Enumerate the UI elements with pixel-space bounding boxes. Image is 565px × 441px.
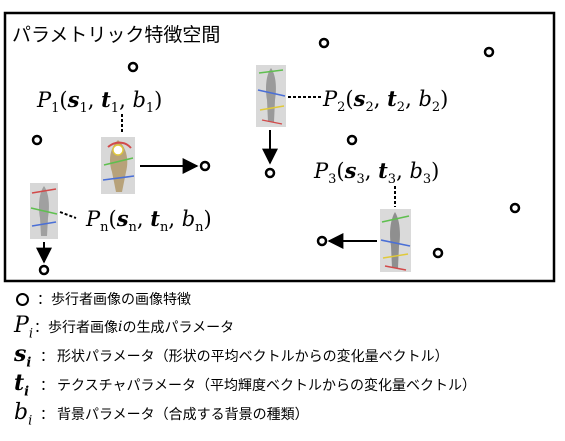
legend-row-p: Pi ：歩行者画像 i の生成パラメータ [14, 313, 234, 341]
legend-row-s: si ： 形状パラメータ（形状の平均ベクトルからの変化量ベクトル） [14, 341, 449, 371]
legend-p-desc-post: の生成パラメータ [122, 320, 235, 336]
feature-point [264, 167, 276, 179]
legend-t-desc: テクスチャパラメータ（平均輝度ベクトルからの変化量ベクトル） [57, 378, 477, 394]
legend-p-desc-pre: ：歩行者画像 [34, 320, 118, 336]
feature-point [31, 134, 43, 146]
legend-b-desc: 背景パラメータ（合成する背景の種類） [57, 407, 309, 423]
legend-t-symbol: ti [14, 370, 30, 400]
legend-row-b: bi ： 背景パラメータ（合成する背景の種類） [14, 399, 309, 429]
legend-p-desc-i: i [118, 319, 123, 335]
feature-point [483, 46, 495, 58]
feature-point [509, 202, 521, 214]
legend-p-symbol: Pi [14, 312, 33, 342]
legend-row-t: ti ： テクスチャパラメータ（平均輝度ベクトルからの変化量ベクトル） [14, 370, 477, 400]
feature-point [38, 264, 50, 276]
pedestrian-image-p2 [256, 65, 286, 127]
feature-point [432, 247, 444, 259]
point-label-p2: P2(s2, t2, b2) [322, 86, 448, 115]
pedestrian-image-p3 [380, 209, 411, 272]
point-label-p3: P3(s3, t3, b3) [313, 158, 439, 187]
circle-icon [16, 292, 29, 306]
feature-point [316, 235, 328, 247]
point-label-pn: Pn(sn, tn, bn) [85, 206, 212, 235]
feature-point [127, 61, 139, 73]
legend-s-desc: 形状パラメータ（形状の平均ベクトルからの変化量ベクトル） [57, 349, 449, 365]
svg-text:P2(s2, t2, b2): P2(s2, t2, b2) [322, 86, 448, 115]
svg-text:Pn(sn, tn, bn): Pn(sn, tn, bn) [85, 206, 212, 235]
feature-points [31, 37, 521, 259]
point-label-p1: P1(s1, t1, b1) [36, 87, 162, 116]
pedestrian-image-pn [30, 183, 58, 239]
feature-point [199, 160, 211, 172]
feature-space-frame [3, 11, 556, 283]
pedestrian-image-p1 [101, 137, 135, 194]
legend-b-symbol: bi [14, 399, 33, 429]
legend-s-symbol: si [14, 341, 32, 371]
feature-point [346, 134, 358, 146]
svg-text:P3(s3, t3, b3): P3(s3, t3, b3) [313, 158, 439, 187]
frame-title: パラメトリック特徴空間 [12, 24, 220, 46]
legend-row-circle: ：歩行者画像の画像特徴 [14, 285, 191, 313]
feature-point [318, 37, 330, 49]
svg-text:P1(s1, t1, b1): P1(s1, t1, b1) [36, 87, 162, 116]
legend-circle-desc: ：歩行者画像の画像特徴 [37, 292, 191, 308]
